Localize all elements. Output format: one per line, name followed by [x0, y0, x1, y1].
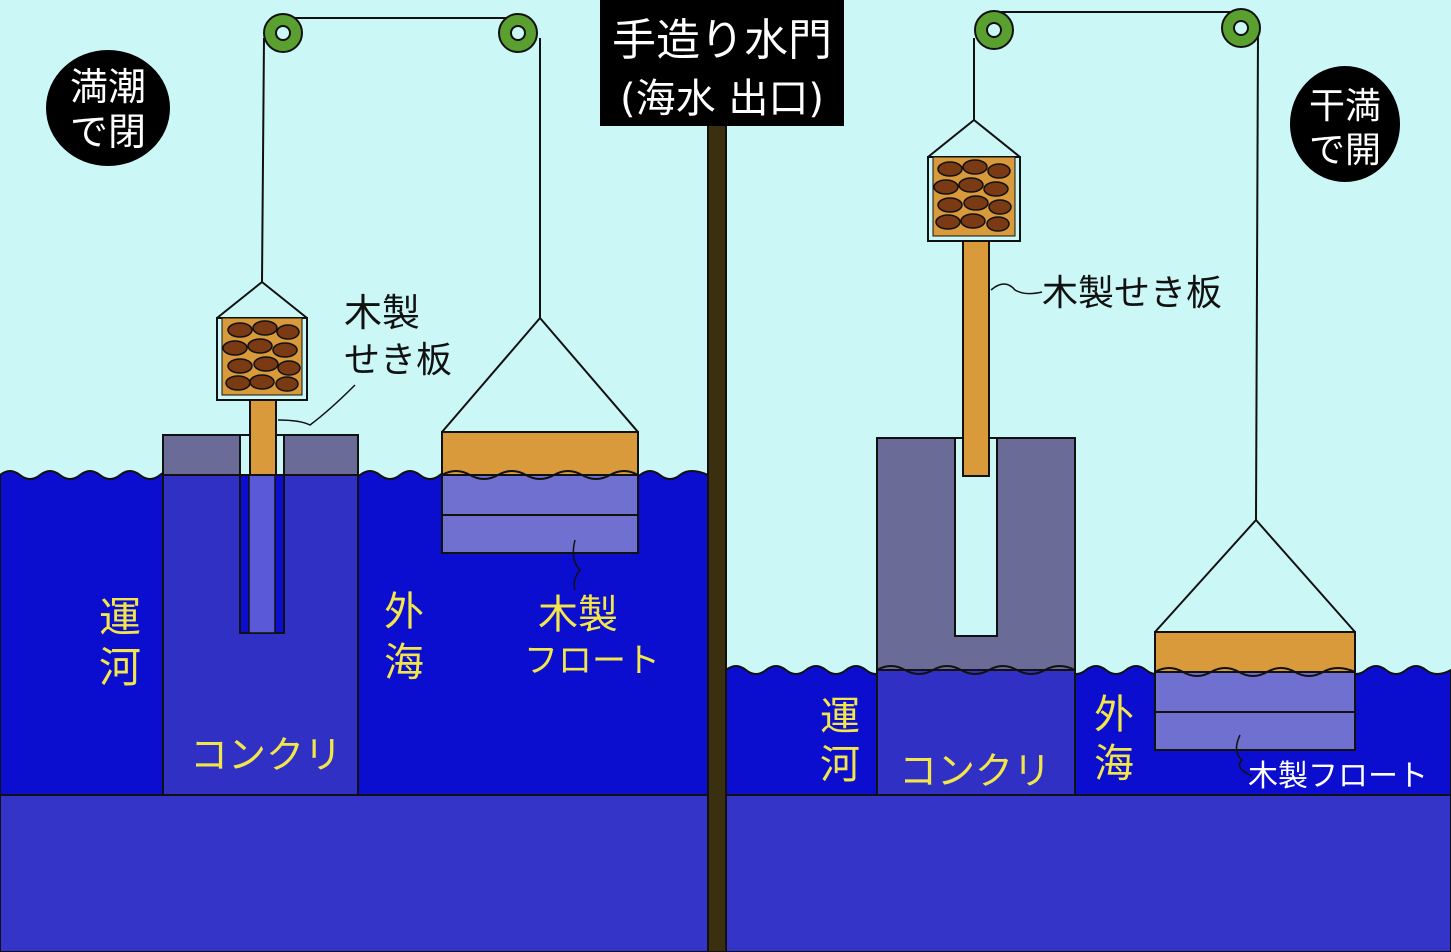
left-badge-line2: で閉 — [70, 110, 146, 154]
right-gate-board — [962, 239, 990, 477]
right-badge-line1: 干満 — [1309, 86, 1381, 127]
right-panel — [725, 8, 1451, 796]
right-float-top — [1154, 631, 1356, 673]
sign-title: 手造り水門 — [612, 15, 832, 66]
left-badge-line1: 満潮 — [70, 65, 146, 109]
right-concrete-label: コンクリ — [899, 749, 1051, 793]
left-float-label-line2: フロート — [524, 641, 660, 681]
sign-board — [600, 0, 844, 126]
right-pulley-1 — [974, 10, 1014, 50]
left-float-waterline — [441, 470, 639, 480]
left-canal-line2: 河 — [99, 643, 141, 692]
left-gate-label-line1: 木製 — [344, 291, 420, 335]
left-panel — [0, 13, 709, 796]
right-gate-label: 木製せき板 — [1042, 273, 1222, 314]
right-canal-line1: 運 — [820, 694, 860, 740]
right-gate-label-leader — [990, 283, 1043, 295]
left-float-label-line1: 木製 — [538, 592, 618, 638]
right-pulley-2 — [1221, 8, 1261, 48]
right-float-hanger — [1154, 518, 1356, 633]
left-float-hanger — [441, 316, 639, 433]
left-pulley-1 — [263, 13, 303, 53]
left-stones — [222, 320, 301, 392]
left-gate-label-leader — [277, 384, 356, 426]
right-float-label-leader — [1235, 734, 1253, 777]
left-float-label-leader — [572, 539, 582, 591]
left-float-top — [441, 431, 639, 476]
sign-pole — [707, 119, 727, 952]
right-stones — [933, 159, 1012, 232]
right-badge — [1290, 66, 1400, 182]
left-gate-board-submerged — [248, 474, 276, 634]
right-float-waterline — [1154, 667, 1356, 677]
sign-subtitle: (海水 出口) — [620, 76, 824, 122]
left-canal-line1: 運 — [99, 593, 141, 642]
right-badge-line2: で開 — [1309, 130, 1381, 171]
left-badge — [46, 50, 170, 166]
right-float-middle — [1154, 671, 1356, 713]
left-sea-line2: 海 — [384, 640, 424, 686]
left-rope-gate — [261, 37, 265, 283]
left-gate-label-line2: せき板 — [344, 340, 452, 381]
right-concrete-block — [876, 669, 1076, 796]
left-sea-line1: 外 — [384, 589, 424, 635]
left-float-bottom — [441, 514, 639, 554]
right-concrete-waterline — [876, 665, 1076, 675]
left-concrete-label: コンクリ — [190, 733, 342, 777]
right-float-label: 木製フロート — [1248, 759, 1428, 794]
right-rope-float — [1255, 33, 1259, 521]
right-sea-line1: 外 — [1094, 692, 1134, 738]
left-gate-board — [249, 397, 277, 476]
labels: 手造り水門 (海水 出口) 満潮 で閉 干満 で開 木製 せき板 運 河 外 海… — [70, 15, 1428, 794]
left-float-middle — [441, 474, 639, 516]
right-float-bottom — [1154, 711, 1356, 751]
right-sea-line2: 海 — [1094, 741, 1134, 787]
right-canal-line2: 河 — [820, 742, 860, 788]
left-pulley-2 — [498, 13, 538, 53]
